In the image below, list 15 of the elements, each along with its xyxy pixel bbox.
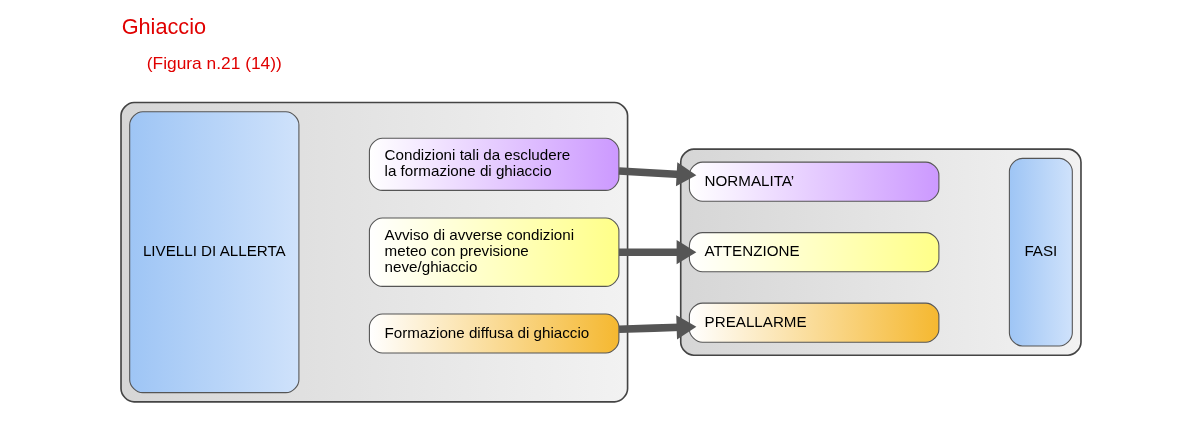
node-box: LIVELLI DI ALLERTA: [129, 111, 300, 394]
caption: (Figura n.21 (14)): [146, 52, 282, 73]
cluster: [120, 101, 629, 403]
node-box: Condizioni tali da escludere la formazione di ghiaccio: [368, 137, 620, 191]
arrow: [619, 240, 697, 265]
node-box: PREALLARME: [688, 302, 940, 343]
arrow: [618, 315, 697, 340]
node-box: NORMALITA’: [688, 161, 940, 202]
cluster: [679, 148, 1082, 357]
node-box: Avviso di avverse condizioni meteo con previsione neve/ghiaccio: [368, 217, 620, 287]
node-box: ATTENZIONE: [688, 232, 940, 273]
arrow: [618, 162, 697, 187]
node-box: FASI: [1008, 157, 1073, 347]
diagram-title: Ghiaccio: [121, 14, 207, 40]
node-box: Formazione diffusa di ghiaccio: [368, 313, 620, 354]
